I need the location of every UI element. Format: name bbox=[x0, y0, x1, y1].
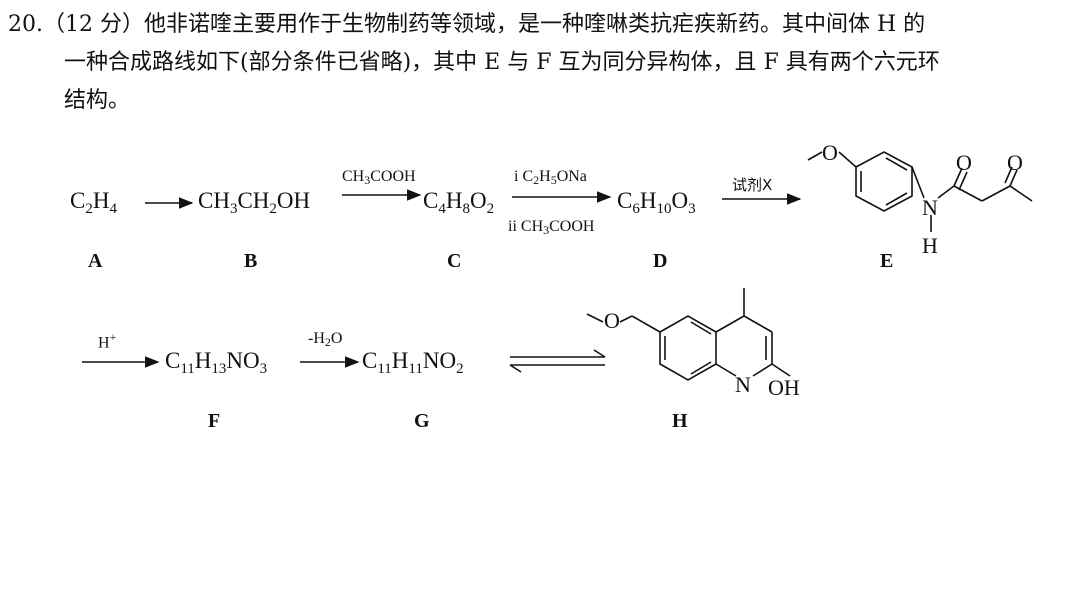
label-d: D bbox=[653, 250, 668, 272]
h-atom-n: N bbox=[735, 372, 751, 397]
e-atom-n: N bbox=[922, 195, 938, 220]
label-e: E bbox=[880, 250, 894, 272]
compound-a-formula: C2H4 bbox=[70, 188, 117, 217]
label-a: A bbox=[88, 250, 103, 272]
compound-g-formula: C11H11NO2 bbox=[362, 348, 464, 377]
label-b: B bbox=[244, 250, 258, 272]
condition-c-to-d-2: ii CH3COOH bbox=[508, 218, 595, 237]
compound-f-formula: C11H13NO3 bbox=[165, 348, 268, 377]
label-h: H bbox=[672, 410, 688, 432]
condition-reagent-x: 试剂X bbox=[732, 176, 773, 194]
e-atom-o-ketone: O bbox=[1007, 150, 1023, 175]
h-atom-oh: OH bbox=[768, 375, 800, 400]
compound-d-formula: C6H10O3 bbox=[617, 188, 696, 217]
question-line-2: 一种合成路线如下(部分条件已省略)，其中 E 与 F 互为同分异构体，且 F 具… bbox=[64, 50, 940, 75]
equilibrium-arrow bbox=[509, 349, 606, 373]
condition-c-to-d-2-prefix: ii CH bbox=[508, 218, 544, 235]
compound-b-formula: CH3CH2OH bbox=[198, 188, 311, 217]
condition-b-to-c: CH3COOH bbox=[342, 168, 416, 187]
e-atom-o-amide: O bbox=[956, 150, 972, 175]
question-text: 20.（12 分）他非诺喹主要用作于生物制药等领域，是一种喹啉类抗疟疾新药。其中… bbox=[8, 6, 1070, 120]
compound-c-formula: C4H8O2 bbox=[423, 188, 495, 217]
label-f: F bbox=[208, 410, 221, 432]
question-line-3: 结构。 bbox=[64, 88, 131, 113]
label-g: G bbox=[414, 410, 430, 432]
condition-c-to-d-1: i C2H5ONa bbox=[514, 168, 587, 187]
condition-f-to-g: -H2O bbox=[308, 330, 343, 349]
label-c: C bbox=[447, 250, 462, 272]
e-atom-o-methoxy: O bbox=[822, 140, 838, 165]
condition-e-to-f: H+ bbox=[98, 330, 117, 352]
structure-e bbox=[807, 151, 1033, 232]
e-atom-h: H bbox=[922, 233, 938, 258]
question-line-1: 20.（12 分）他非诺喹主要用作于生物制药等领域，是一种喹啉类抗疟疾新药。其中… bbox=[8, 12, 926, 37]
h-atom-o-methoxy: O bbox=[604, 308, 620, 333]
structure-h bbox=[586, 288, 791, 381]
